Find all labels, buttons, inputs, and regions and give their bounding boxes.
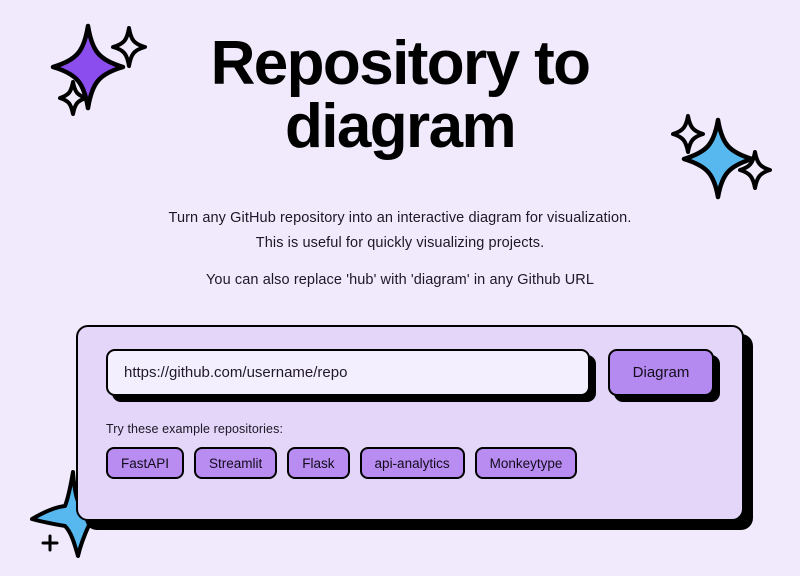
example-chip-monkeytype[interactable]: Monkeytype (474, 447, 578, 479)
page-title-line-2: diagram (285, 92, 517, 162)
example-repository-list: FastAPI Streamlit Flask api-analytics Mo… (106, 447, 714, 479)
input-row: Diagram (106, 349, 714, 396)
subtitle-line-2: This is useful for quickly visualizing p… (255, 234, 545, 251)
diagram-submit-button[interactable]: Diagram (608, 349, 714, 396)
subtitle-line-3: You can also replace 'hub' with 'diagram… (205, 271, 595, 288)
page-title: Repository to diagram (0, 29, 800, 162)
subtitle-line-1: Turn any GitHub repository into an inter… (168, 210, 632, 226)
example-chip-fastapi[interactable]: FastAPI (106, 447, 185, 479)
page-title-line-1: Repository to (210, 29, 591, 98)
examples-label: Try these example repositories: (106, 422, 284, 436)
example-chip-streamlit[interactable]: Streamlit (194, 447, 278, 479)
subtitle-block: Turn any GitHub repository into an inter… (0, 206, 800, 293)
example-chip-flask[interactable]: Flask (287, 447, 350, 479)
repository-url-input[interactable] (106, 349, 590, 396)
repository-search-card: Diagram Try these example repositories: … (76, 325, 744, 521)
example-chip-api-analytics[interactable]: api-analytics (359, 447, 465, 479)
